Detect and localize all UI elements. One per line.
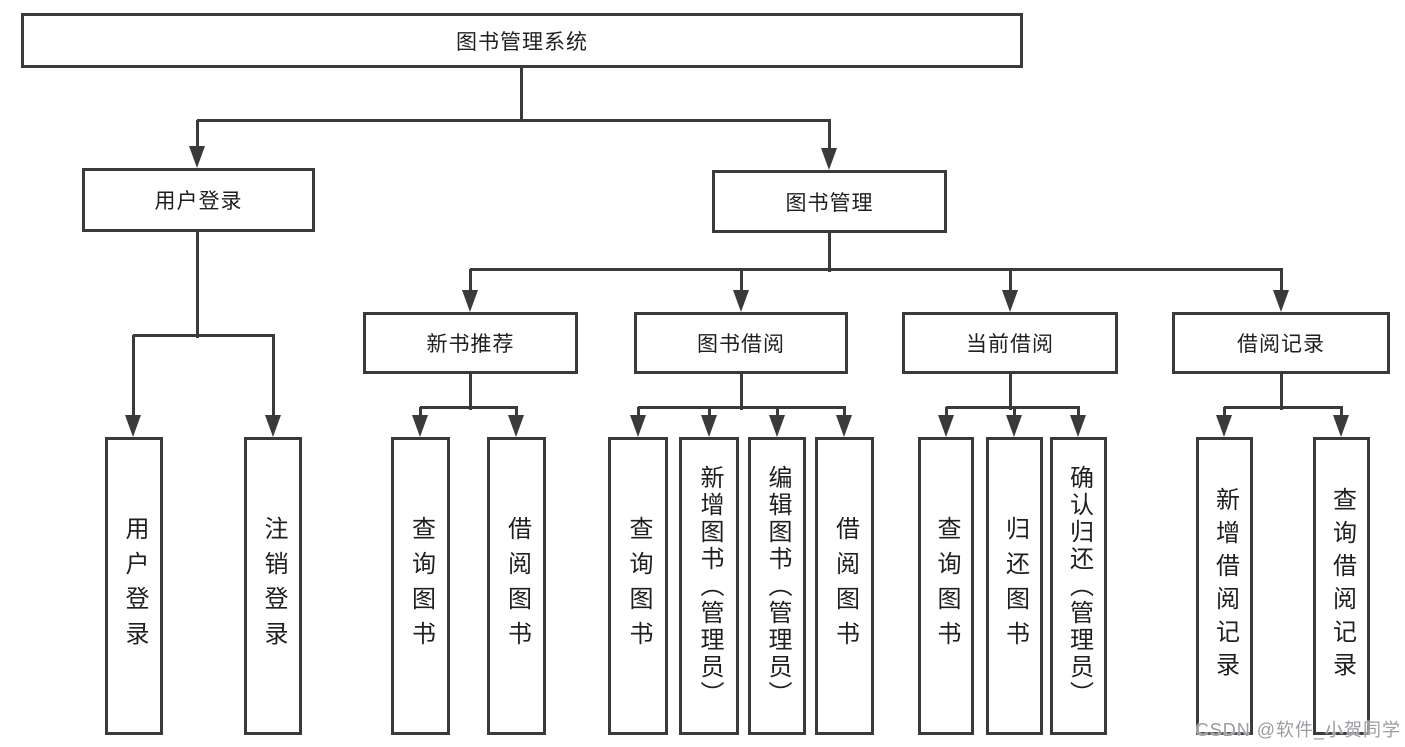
- leaf-borrow-query-book: 查询图书: [608, 437, 668, 735]
- connector-line: [945, 407, 948, 419]
- connector-line: [132, 335, 135, 419]
- leaf-add-borrow-record: 新增借阅记录: [1196, 437, 1253, 735]
- connector-line: [196, 232, 199, 338]
- connector-line: [740, 374, 743, 410]
- connector-line: [1013, 407, 1016, 419]
- node-user-login-label: 用户登录: [154, 190, 243, 213]
- leaf-user-login-label: 用户登录: [121, 516, 148, 656]
- connector-line: [272, 335, 275, 419]
- arrow-down-icon: [733, 290, 749, 312]
- connector-line: [469, 269, 472, 294]
- arrow-down-icon: [1002, 290, 1018, 312]
- connector-line: [1280, 269, 1283, 294]
- arrow-down-icon: [265, 415, 281, 437]
- node-book-management-label: 图书管理: [785, 191, 874, 215]
- leaf-recommend-query-book-label: 查询图书: [407, 516, 435, 656]
- connector-line: [420, 406, 518, 409]
- connector-line: [1280, 374, 1283, 410]
- node-root-label: 图书管理系统: [456, 30, 588, 54]
- leaf-confirm-return-admin-label: 确认归还（管理员）: [1065, 464, 1093, 708]
- leaf-logout: 注销登录: [244, 437, 302, 735]
- leaf-query-borrow-record-label: 查询借阅记录: [1328, 487, 1356, 685]
- leaf-logout-label: 注销登录: [260, 516, 287, 656]
- node-root: 图书管理系统: [21, 13, 1023, 68]
- connector-line: [843, 407, 846, 419]
- node-borrow-record: 借阅记录: [1172, 312, 1390, 374]
- node-new-book-recommend-label: 新书推荐: [426, 333, 515, 356]
- leaf-user-login: 用户登录: [105, 437, 163, 735]
- connector-line: [828, 233, 831, 272]
- connector-line: [946, 406, 1080, 409]
- leaf-return-book: 归还图书: [986, 437, 1043, 735]
- leaf-add-borrow-record-label: 新增借阅记录: [1211, 487, 1239, 685]
- arrow-down-icon: [1273, 290, 1289, 312]
- connector-line: [133, 334, 275, 337]
- connector-line: [1009, 269, 1012, 294]
- leaf-confirm-return-admin: 确认归还（管理员）: [1050, 437, 1107, 735]
- arrow-down-icon: [462, 290, 478, 312]
- node-user-login: 用户登录: [82, 168, 315, 232]
- leaf-recommend-query-book: 查询图书: [391, 437, 450, 735]
- leaf-add-book-admin: 新增图书（管理员）: [679, 437, 739, 735]
- arrow-down-icon: [125, 415, 141, 437]
- connector-line: [197, 119, 831, 122]
- connector-line: [470, 268, 1283, 271]
- arrow-down-icon: [938, 415, 954, 437]
- leaf-borrow-borrow-book: 借阅图书: [815, 437, 874, 735]
- node-borrow-record-label: 借阅记录: [1237, 333, 1325, 356]
- arrow-down-icon: [821, 148, 837, 170]
- arrow-down-icon: [1216, 415, 1232, 437]
- leaf-edit-book-admin: 编辑图书（管理员）: [748, 437, 806, 735]
- connector-line: [1224, 406, 1343, 409]
- connector-line: [469, 374, 472, 410]
- connector-line: [828, 120, 831, 152]
- leaf-current-query-book: 查询图书: [918, 437, 974, 735]
- connector-line: [637, 407, 640, 419]
- node-book-borrow-label: 图书借阅: [697, 333, 785, 356]
- connector-line: [1223, 407, 1226, 419]
- arrow-down-icon: [189, 146, 205, 168]
- connector-line: [1009, 374, 1012, 410]
- leaf-borrow-query-book-label: 查询图书: [625, 516, 652, 656]
- leaf-edit-book-admin-label: 编辑图书（管理员）: [764, 464, 791, 708]
- leaf-recommend-borrow-book: 借阅图书: [487, 437, 546, 735]
- arrow-down-icon: [1070, 415, 1086, 437]
- connector-line: [776, 407, 779, 419]
- connector-line: [638, 406, 846, 409]
- watermark: CSDN @软件_小贺同学: [1195, 720, 1401, 740]
- leaf-return-book-label: 归还图书: [1001, 516, 1029, 656]
- leaf-query-borrow-record: 查询借阅记录: [1313, 437, 1370, 735]
- arrow-down-icon: [1333, 415, 1349, 437]
- connector-line: [419, 407, 422, 419]
- arrow-down-icon: [630, 415, 646, 437]
- arrow-down-icon: [769, 415, 785, 437]
- connector-line: [708, 407, 711, 419]
- arrow-down-icon: [508, 415, 524, 437]
- connector-line: [196, 120, 199, 150]
- arrow-down-icon: [412, 415, 428, 437]
- arrow-down-icon: [836, 415, 852, 437]
- node-book-management: 图书管理: [712, 170, 947, 233]
- connector-line: [515, 407, 518, 419]
- leaf-borrow-borrow-book-label: 借阅图书: [831, 516, 859, 656]
- arrow-down-icon: [701, 415, 717, 437]
- node-new-book-recommend: 新书推荐: [363, 312, 578, 374]
- node-current-borrow-label: 当前借阅: [966, 333, 1054, 356]
- leaf-add-book-admin-label: 新增图书（管理员）: [696, 464, 723, 708]
- node-current-borrow: 当前借阅: [902, 312, 1118, 374]
- node-book-borrow: 图书借阅: [634, 312, 848, 374]
- connector-line: [1340, 407, 1343, 419]
- arrow-down-icon: [1006, 415, 1022, 437]
- leaf-recommend-borrow-book-label: 借阅图书: [503, 516, 531, 656]
- connector-line: [1077, 407, 1080, 419]
- connector-line: [520, 68, 523, 121]
- leaf-current-query-book-label: 查询图书: [933, 516, 960, 656]
- connector-line: [740, 269, 743, 294]
